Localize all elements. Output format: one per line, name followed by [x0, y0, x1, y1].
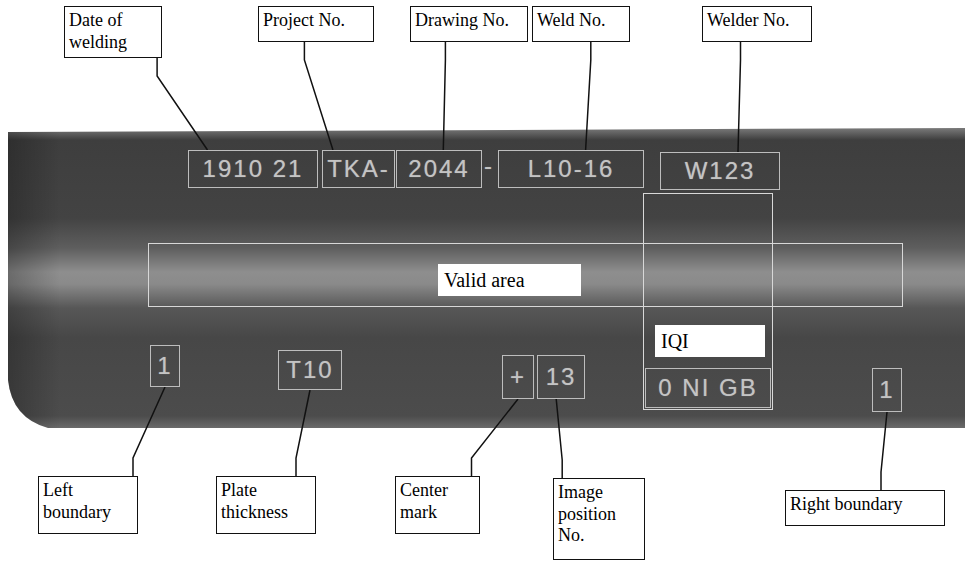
callout-text: Image position No.: [558, 482, 616, 545]
leader-line: [586, 42, 591, 150]
marker-text: 1910 21: [203, 155, 304, 183]
callout-box: Drawing No.: [410, 6, 528, 42]
callout-text: Weld No.: [537, 10, 606, 30]
film-marker: L10-16: [498, 150, 644, 188]
callout-box: Date of welding: [64, 6, 162, 58]
leader-line: [556, 399, 562, 478]
callout-box: Plate thickness: [216, 476, 316, 534]
leader-line: [157, 58, 207, 150]
marker-text: L10-16: [528, 155, 615, 183]
film-marker: 1910 21: [188, 150, 318, 188]
callout-box: Center mark: [395, 476, 480, 534]
film-marker-text: -: [484, 152, 492, 180]
area-label: IQI: [655, 325, 765, 357]
film-marker: +: [502, 355, 534, 399]
leader-line: [881, 412, 887, 490]
marker-text: 1: [879, 376, 894, 404]
film-marker: 1: [872, 368, 902, 412]
iqi-marker: 0 NI GB: [645, 368, 771, 408]
film-marker: 13: [537, 355, 585, 399]
callout-box: Left boundary: [38, 476, 138, 534]
callout-text: Right boundary: [790, 494, 903, 514]
callout-text: Date of welding: [69, 10, 127, 52]
callout-text: Plate thickness: [221, 480, 288, 522]
callout-text: Project No.: [263, 10, 345, 30]
marker-text: W123: [685, 157, 756, 185]
marker-text: 0 NI GB: [658, 374, 757, 402]
area-label: Valid area: [438, 264, 581, 296]
valid-area-frame: Valid area: [148, 243, 903, 307]
callout-box: Right boundary: [785, 490, 945, 526]
marker-text: +: [510, 363, 526, 391]
leader-line: [133, 387, 165, 476]
film-marker: TKA-: [322, 150, 395, 188]
callout-box: Welder No.: [702, 6, 812, 42]
marker-text: T10: [286, 356, 333, 384]
film-marker: 2044: [396, 150, 482, 188]
film-marker: 1: [150, 345, 180, 387]
film-marker: W123: [660, 152, 780, 190]
callout-text: Center mark: [400, 480, 448, 522]
leader-line: [738, 42, 741, 152]
leader-line: [443, 42, 445, 150]
marker-text: 2044: [408, 155, 469, 183]
marker-text: 13: [546, 363, 577, 391]
leader-line: [472, 399, 519, 476]
marker-text: TKA-: [327, 155, 390, 183]
film-edge-shade: [8, 132, 60, 428]
callout-box: Image position No.: [553, 478, 645, 560]
callout-text: Drawing No.: [415, 10, 509, 30]
callout-box: Weld No.: [532, 6, 630, 42]
callout-box: Project No.: [258, 6, 374, 42]
leader-line: [296, 390, 310, 476]
marker-text: 1: [157, 352, 172, 380]
film-marker: T10: [278, 350, 342, 390]
film-band: [8, 128, 965, 428]
callout-text: Left boundary: [43, 480, 111, 522]
iqi-frame: IQI 0 NI GB: [643, 193, 773, 410]
leader-line: [304, 42, 333, 150]
callout-text: Welder No.: [707, 10, 790, 30]
